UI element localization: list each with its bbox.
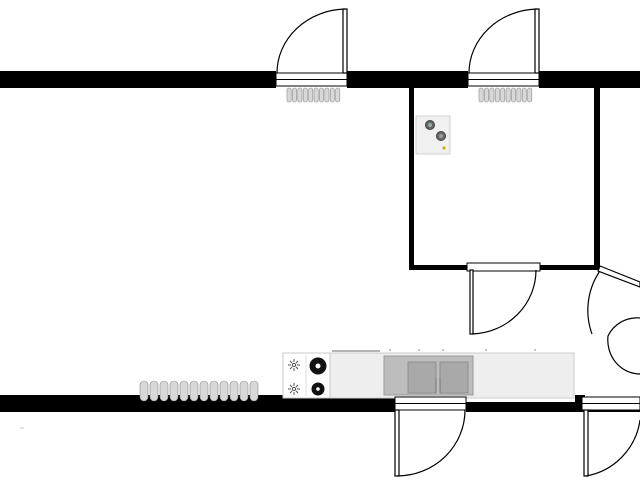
radiator-fin [209, 380, 219, 402]
radiator-fin [505, 87, 511, 103]
inner-room-bottom-wall-left [409, 265, 467, 270]
door-leaf [597, 265, 640, 288]
sun-icon [288, 359, 300, 371]
door-top-left[interactable] [275, 8, 348, 87]
radiator-fin [313, 87, 319, 103]
radiator-bottom [139, 380, 259, 402]
radiator-fin [521, 87, 527, 103]
radiator-fin [219, 380, 229, 402]
door-bottom-center[interactable] [394, 396, 467, 477]
radiator-fin [297, 87, 303, 103]
door-inner-room[interactable] [466, 262, 541, 335]
radiator-fin [489, 87, 495, 103]
radiator-fin [139, 380, 149, 402]
radiator-fin [292, 87, 297, 103]
door-swing-arc [471, 269, 537, 335]
sink [383, 355, 474, 396]
radiator-fin [308, 87, 314, 103]
door-swing-arc [396, 409, 466, 477]
top-wall-middle [347, 71, 468, 88]
door-sill [466, 262, 541, 272]
radiator-top-right [478, 87, 533, 103]
radiator-fin [159, 380, 169, 402]
radiator-fin [478, 87, 484, 103]
radiator-fin [286, 87, 292, 103]
radiator-fin [149, 380, 159, 402]
radiator-fin [494, 87, 500, 103]
door-swing-arc [468, 8, 538, 74]
door-top-right[interactable] [467, 8, 540, 87]
radiator-fin [199, 380, 209, 402]
radiator-fin [239, 380, 249, 402]
door-swing-arc [276, 8, 346, 74]
hob [282, 352, 331, 399]
radiator-fin [484, 87, 489, 103]
door-swing-arc [587, 267, 603, 335]
radiator-fin [169, 380, 179, 402]
door-leaf [394, 409, 400, 477]
door-leaf [342, 8, 348, 74]
door-swing-arc [585, 419, 640, 477]
door-leaf [469, 269, 474, 335]
radiator-fin [527, 87, 533, 103]
radiator-fin [324, 87, 330, 103]
radiator-fin [319, 87, 324, 103]
radiator-fin [516, 87, 522, 103]
radiator-fin [179, 380, 189, 402]
bottom-wall-middle [466, 402, 582, 412]
bottom-wall-right [575, 395, 585, 412]
sink-bowl-left [407, 361, 437, 394]
sink-bowl-right [439, 361, 469, 394]
radiator-fin [500, 87, 506, 103]
radiator-fin [189, 380, 199, 402]
radiator-fin [335, 87, 341, 103]
radiator-fin [302, 87, 308, 103]
top-wall-right [539, 71, 640, 88]
radiator-fin [329, 87, 335, 103]
door-swing-arc-2 [607, 317, 640, 375]
inner-room-right-wall [594, 88, 600, 270]
top-wall-left [0, 71, 276, 88]
radiator-fin [511, 87, 516, 103]
door-inner-right[interactable] [587, 265, 640, 375]
door-bottom-right[interactable] [581, 396, 640, 477]
door-leaf [534, 8, 540, 74]
inner-room-left-wall [409, 88, 414, 270]
bottom-wall-left [0, 395, 395, 412]
radiator-top-left [286, 87, 341, 103]
wc-fixture [415, 115, 451, 155]
sun-icon [288, 383, 300, 395]
door-leaf [583, 409, 589, 477]
radiator-fin [229, 380, 239, 402]
inner-room-bottom-wall-right [540, 265, 600, 270]
radiator-fin [249, 380, 259, 402]
